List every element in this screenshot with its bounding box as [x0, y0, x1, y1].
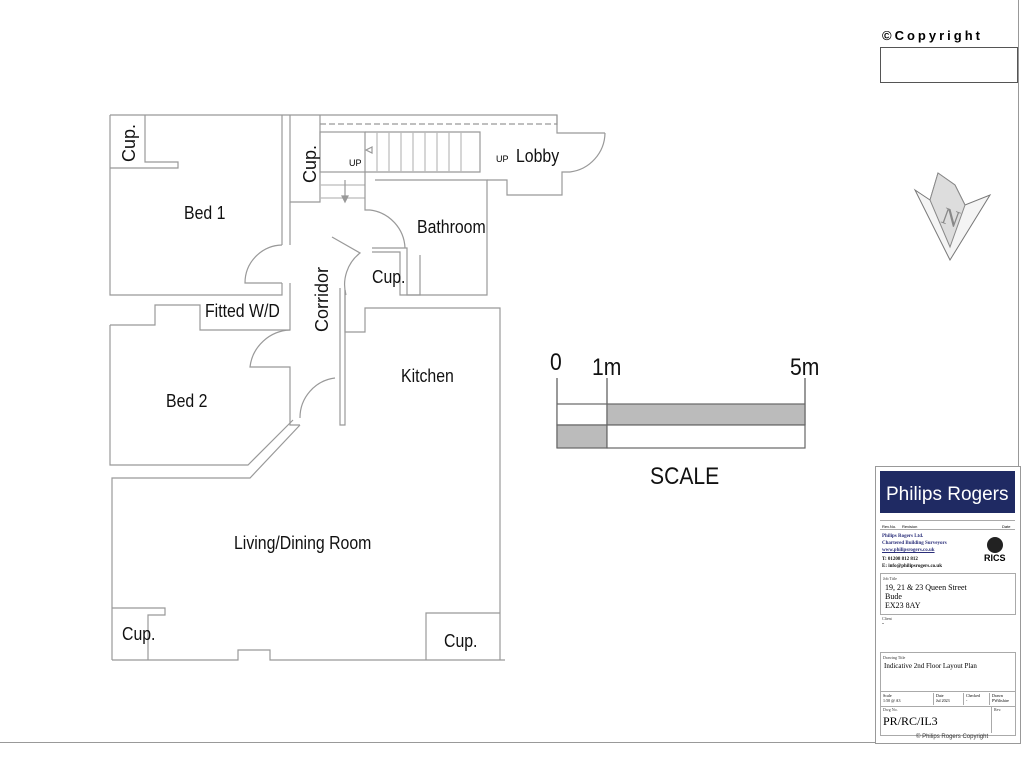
- brand-name: Philips Rogers: [886, 484, 1009, 505]
- copyright-box: [880, 47, 1018, 83]
- room-living: Living/Dining Room: [234, 533, 372, 553]
- job-title-box: Job Title 19, 21 & 23 Queen Street Bude …: [880, 573, 1016, 615]
- scale-label: Scale: [883, 693, 892, 698]
- revision-header: Revision: [902, 524, 918, 529]
- checked-cell: Checked-: [963, 693, 980, 705]
- checked-label: Checked: [966, 693, 980, 698]
- stairs-up-label-2: UP: [496, 154, 509, 164]
- rics-lion-icon: [986, 537, 1003, 553]
- company-info: Philips Rogers Ltd. Chartered Building S…: [882, 533, 947, 570]
- scale-tick-5m: 5m: [790, 354, 820, 381]
- drawing-title-label: Drawing Title: [883, 655, 906, 660]
- scale-value: 1:50 @ A3: [883, 698, 901, 703]
- room-bed2: Bed 2: [166, 391, 208, 411]
- drawing-title: Indicative 2nd Floor Layout Plan: [884, 662, 977, 670]
- client-label: Client: [882, 616, 892, 621]
- job-title-label: Job Title: [883, 576, 897, 581]
- company-tel: T: 01208 812 812: [882, 557, 918, 562]
- date-value: Jul 2023: [936, 698, 950, 703]
- scale-tick-1m: 1m: [592, 354, 622, 381]
- drawn-label: Drawn: [992, 693, 1003, 698]
- room-cup-corridor: Cup.: [372, 267, 406, 287]
- drawing-title-box: Drawing Title Indicative 2nd Floor Layou…: [880, 652, 1016, 736]
- rev-no-header: Rev.No.: [882, 524, 897, 529]
- rev-label: Rev.: [991, 707, 1001, 733]
- drawn-value: PWiltshire: [992, 698, 1009, 703]
- copyright-label: ©Copyright: [882, 28, 983, 43]
- dwg-no-label: Dwg No.: [883, 707, 898, 712]
- room-cup-bottom-left: Cup.: [122, 624, 156, 644]
- address-line-2: Bude: [885, 592, 902, 601]
- room-kitchen: Kitchen: [401, 366, 454, 386]
- footer-copyright: © Philips Rogers Copyright: [916, 734, 989, 740]
- floor-plan: [109, 114, 806, 661]
- client-box: Client -: [882, 616, 892, 627]
- title-block: Philips Rogers Rev.No. Revision Date Phi…: [875, 466, 1021, 744]
- room-cup-bottom-right: Cup.: [444, 631, 478, 651]
- dwg-no: PR/RC/IL3: [883, 714, 938, 728]
- room-lobby: Lobby: [516, 146, 560, 166]
- sheet-border: [0, 0, 1019, 743]
- company-subtitle: Chartered Building Surveyors: [882, 541, 947, 546]
- north-arrow-icon: N: [913, 172, 992, 262]
- date-header: Date: [1002, 524, 1011, 529]
- date-label: Date: [936, 693, 944, 698]
- scale-tick-0: 0: [550, 349, 562, 376]
- room-bathroom: Bathroom: [417, 217, 486, 237]
- scale-title: SCALE: [650, 463, 720, 490]
- room-fitted-wd: Fitted W/D: [205, 301, 280, 321]
- room-cup-stairs: Cup.: [300, 144, 320, 183]
- revision-row: Rev.No. Revision Date: [880, 520, 1015, 530]
- client-value: -: [882, 621, 884, 627]
- room-cup-top-left: Cup.: [119, 123, 139, 162]
- company-email[interactable]: E: info@philipsrogers.co.uk: [882, 564, 942, 569]
- rics-logo: RICS: [984, 537, 1006, 563]
- room-corridor: Corridor: [312, 266, 332, 332]
- address-line-3: EX23 8AY: [885, 601, 921, 610]
- company-name: Philips Rogers Ltd.: [882, 534, 924, 539]
- rics-text: RICS: [984, 553, 1006, 563]
- brand-banner: Philips Rogers: [880, 471, 1015, 513]
- stairs-up-label: UP: [349, 158, 362, 168]
- checked-value: -: [966, 698, 968, 703]
- company-web[interactable]: www.philipsrogers.co.uk: [882, 548, 935, 553]
- address-line-1: 19, 21 & 23 Queen Street: [885, 583, 967, 592]
- room-bed1: Bed 1: [184, 203, 226, 223]
